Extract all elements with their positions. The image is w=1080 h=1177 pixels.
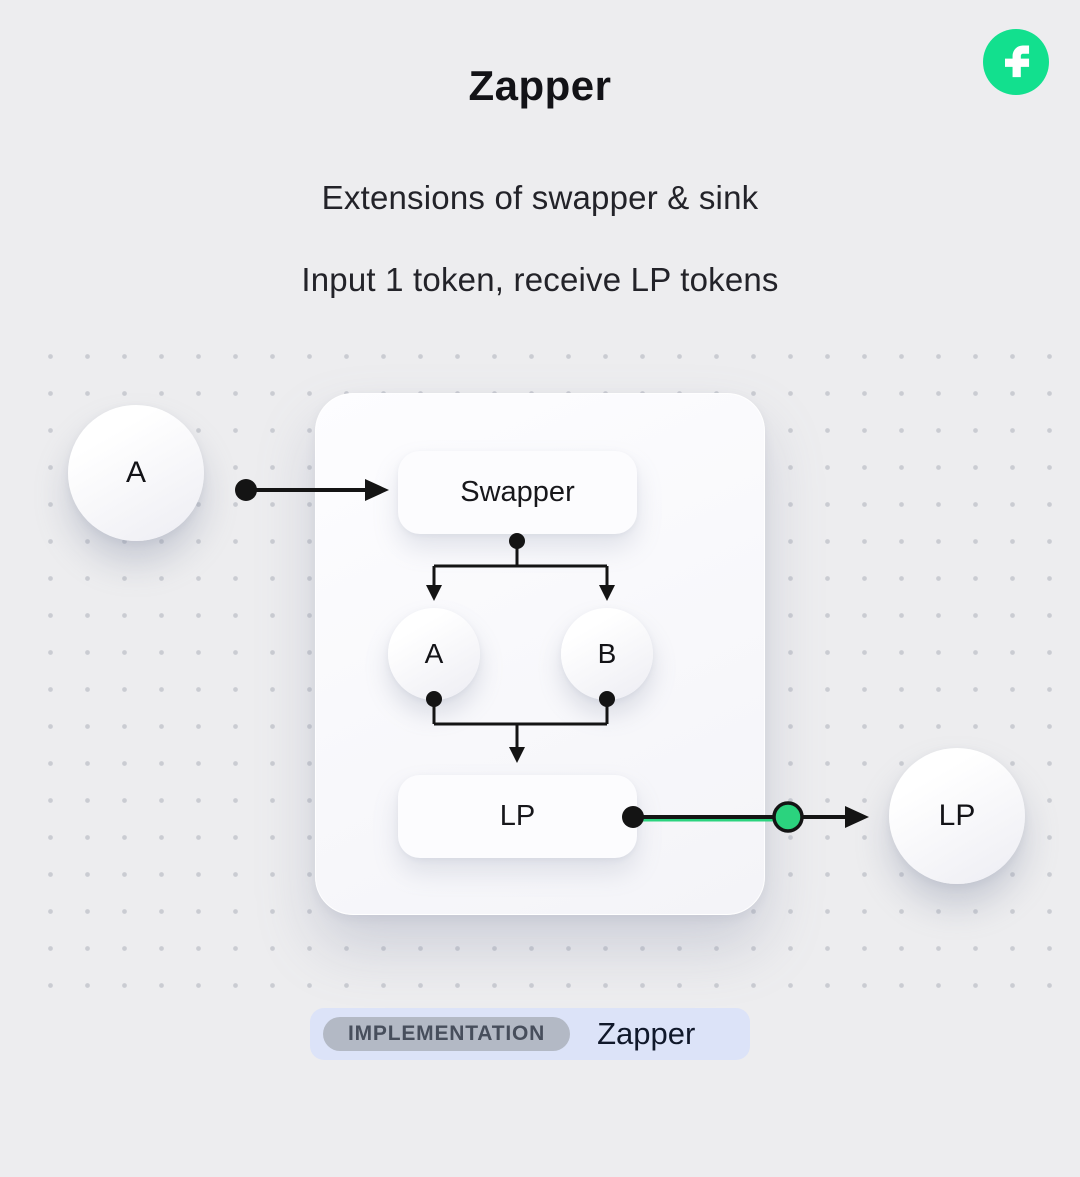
lp-box-label: LP	[499, 800, 536, 832]
swapper-box: Swapper	[398, 451, 637, 534]
input-token-label: A	[125, 456, 146, 489]
token-b-node: B	[561, 608, 653, 700]
implementation-pill: IMPLEMENTATION	[323, 1017, 571, 1051]
flow-logo-icon	[983, 29, 1049, 95]
subtitle-line-1: Extensions of swapper & sink	[321, 179, 759, 216]
token-a-label: A	[424, 638, 444, 669]
swapper-label: Swapper	[460, 476, 575, 508]
token-b-label: B	[597, 638, 617, 669]
token-a-node: A	[388, 608, 480, 700]
output-lp-label: LP	[938, 799, 976, 832]
implementation-name: Zapper	[597, 1016, 696, 1051]
input-token-node: A	[68, 405, 204, 541]
implementation-badge: IMPLEMENTATION Zapper	[310, 1008, 750, 1060]
subtitle-line-2: Input 1 token, receive LP tokens	[301, 261, 779, 298]
page-title: Zapper	[468, 62, 612, 109]
lp-box: LP	[398, 775, 637, 858]
output-lp-node: LP	[889, 748, 1025, 884]
